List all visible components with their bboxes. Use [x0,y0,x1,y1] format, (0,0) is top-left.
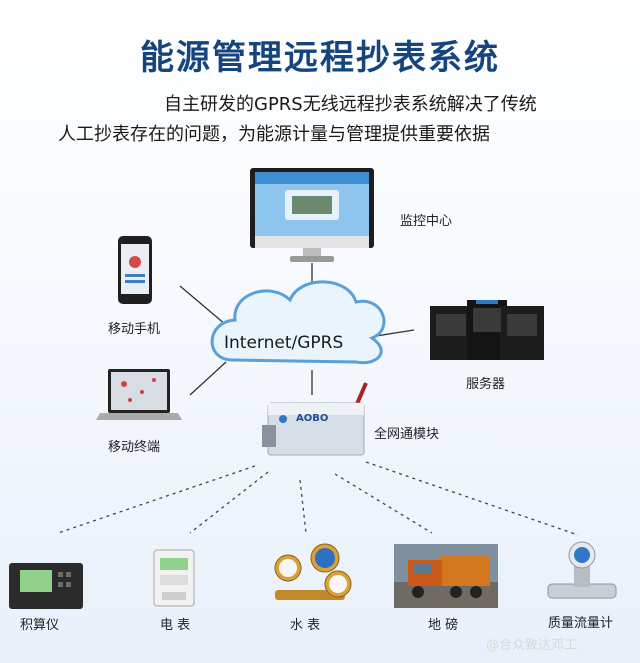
monitor-center-label: 监控中心 [400,214,453,229]
dotted-links [57,461,579,536]
link-cloud-server [375,329,415,337]
link-module-water-meter [299,479,307,534]
laptop-icon [96,369,182,420]
mobile-phone-icon [118,236,152,304]
server-label: 服务器 [466,377,506,392]
network-module-label: 全网通模块 [374,427,440,442]
meter-label-integrator: 积算仪 [20,618,60,633]
cloud-label: Internet/GPRS [224,333,344,353]
subtitle-line-2: 人工抄表存在的问题，为能源计量与管理提供重要依据 [58,124,490,145]
link-module-electric-meter [189,471,269,534]
subtitle-line-1: 自主研发的GPRS无线远程抄表系统解决了传统 [164,94,537,115]
flow-meter-icon [547,541,617,599]
truck-scale-icon [394,544,498,608]
modem-brand: AOBO [296,413,328,424]
meter-label-water: 水 表 [290,618,321,633]
meter-label-flow: 质量流量计 [548,616,614,631]
monitor-icon [250,168,374,262]
meter-label-scale: 地 磅 [428,618,459,633]
page-title: 能源管理远程抄表系统 [140,38,500,78]
server-icon [430,300,544,360]
link-module-flow-meter [365,461,579,536]
electric-meter-icon [153,549,195,607]
link-module-integrator [57,465,256,534]
meter-label-electric: 电 表 [160,618,191,633]
cloud-icon [210,280,386,365]
integrator-icon [9,563,83,609]
water-meter-icon [274,543,352,600]
gprs-modem-icon: AOBO [262,382,368,456]
mobile-terminal-label: 移动终端 [108,440,161,455]
link-laptop-cloud [189,361,227,396]
link-module-scale [334,473,433,534]
mobile-phone-label: 移动手机 [108,322,161,337]
watermark: @合众致达邓工 [486,638,578,653]
